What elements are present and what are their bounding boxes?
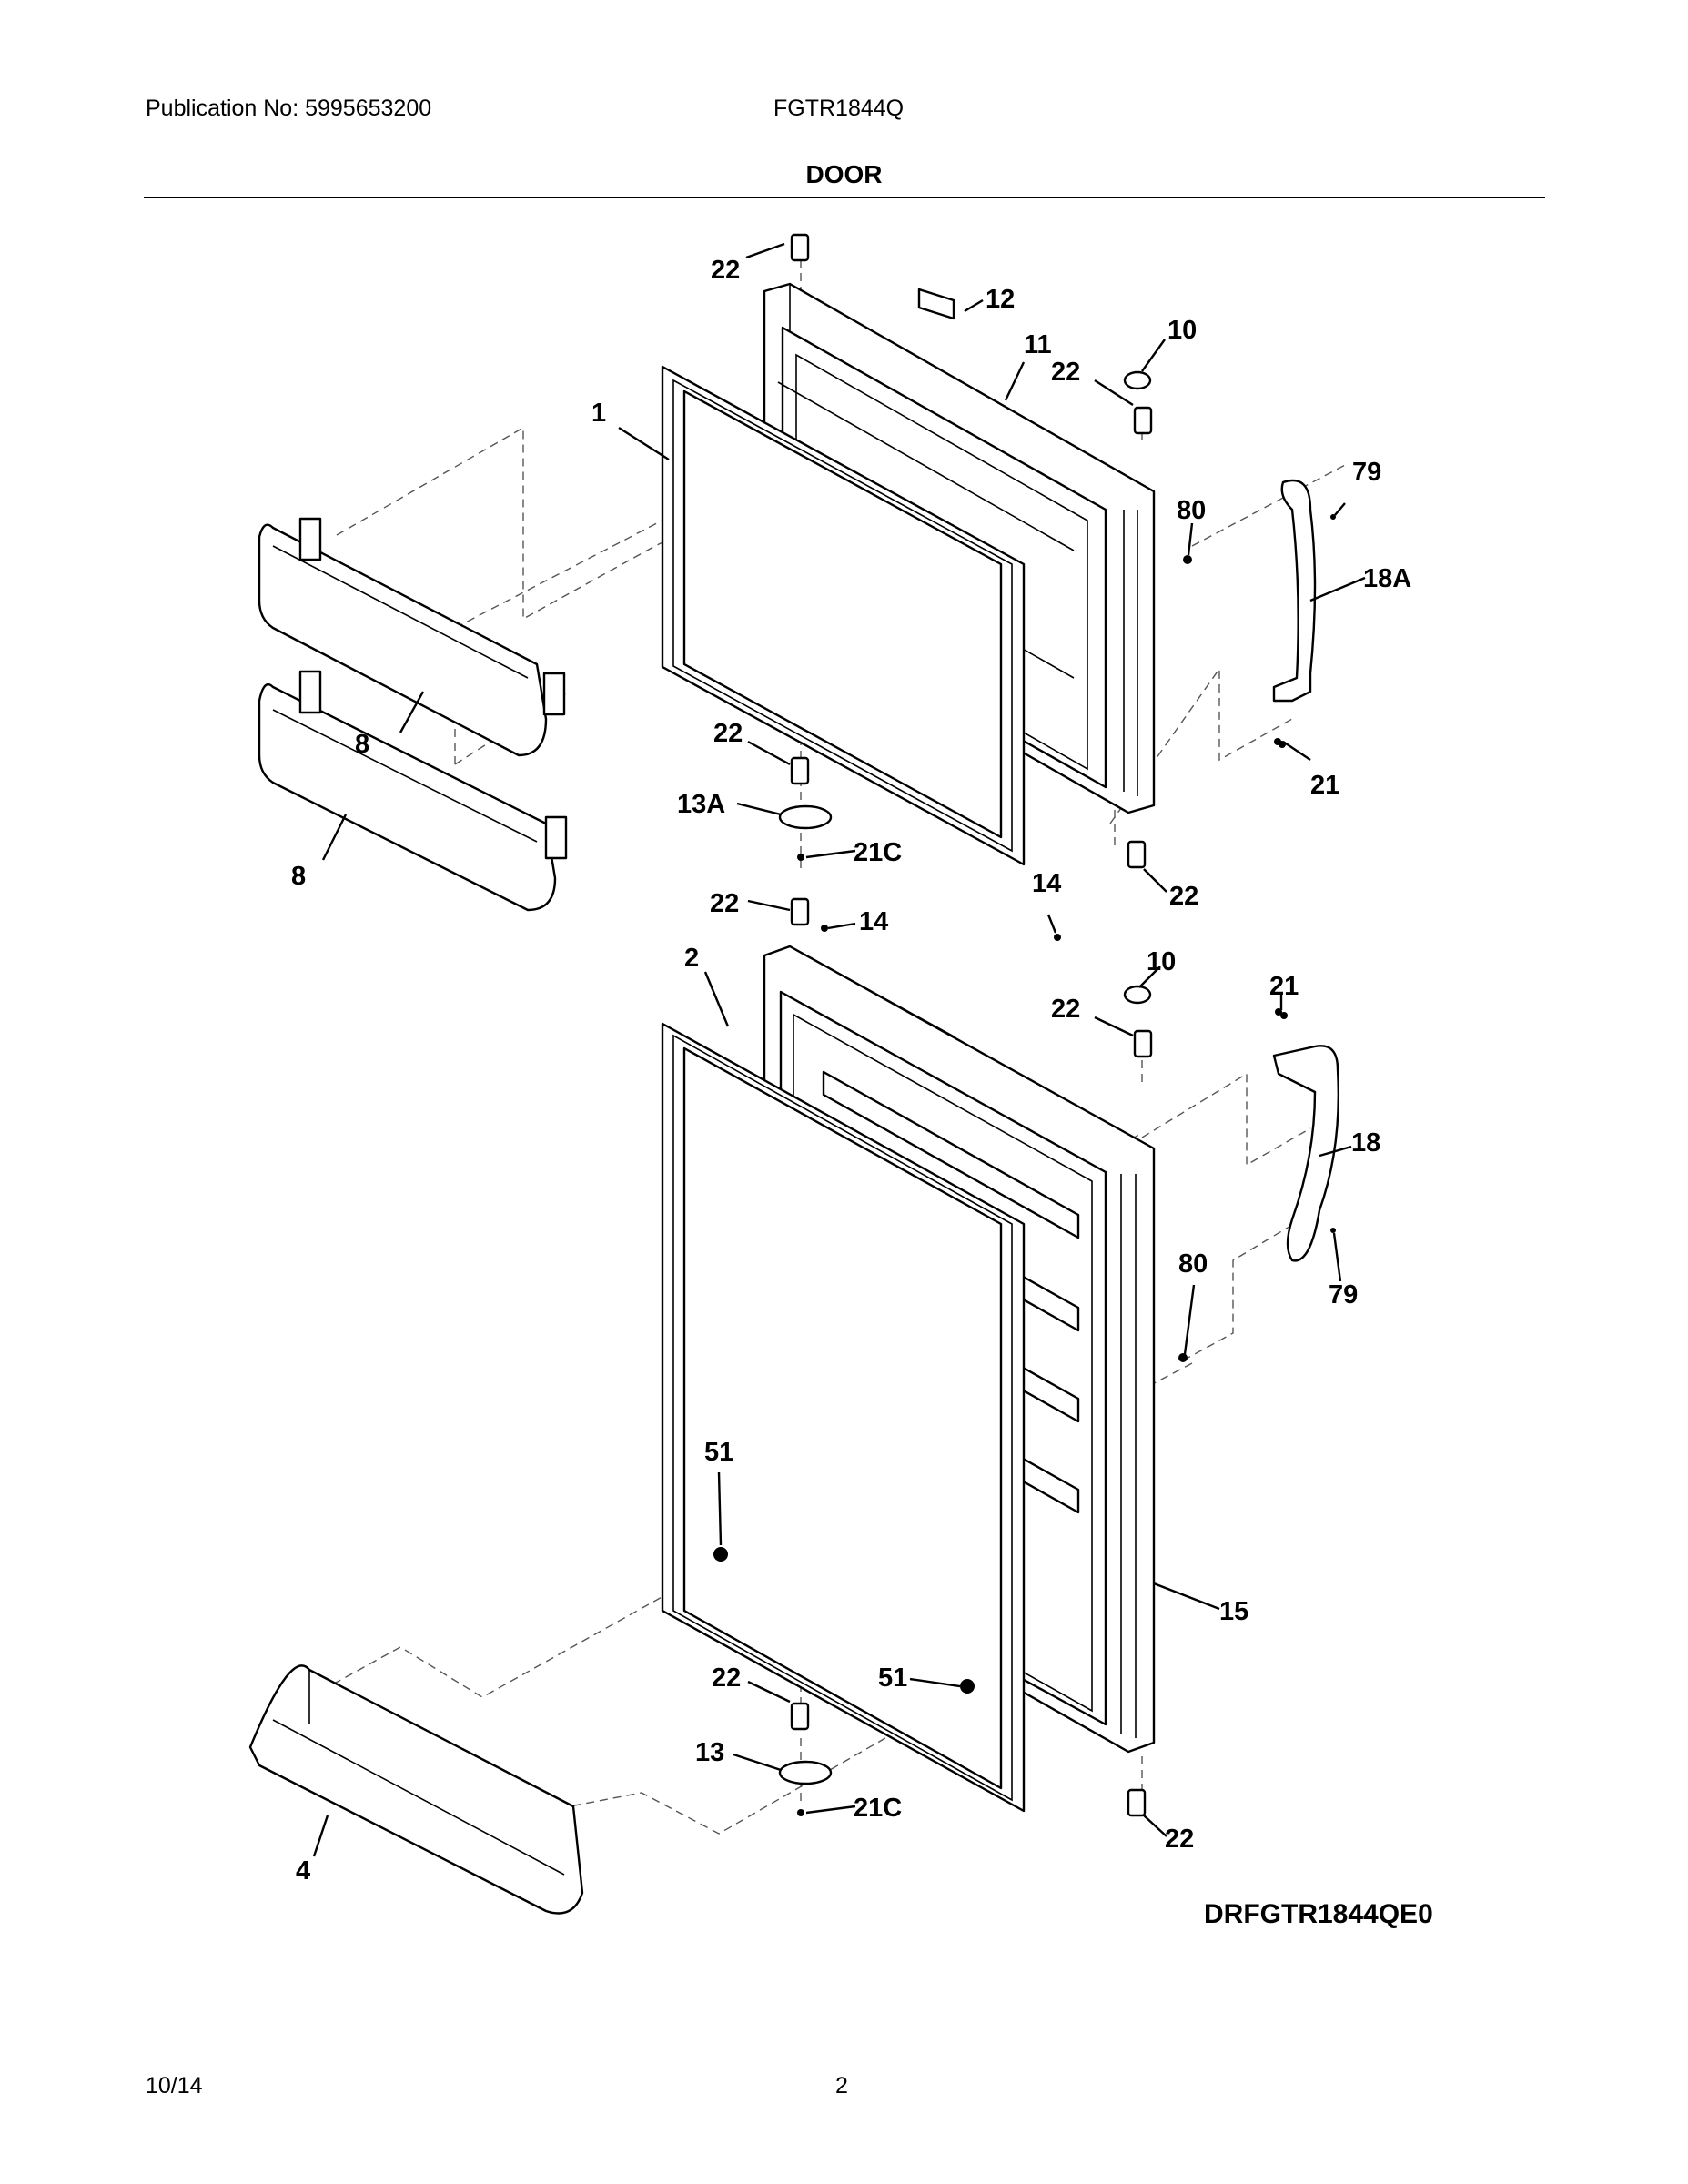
fresh-food-handle	[1272, 1045, 1340, 1262]
callout-2: 2	[684, 944, 699, 973]
freezer-door-bottom-shelf-2	[258, 670, 568, 912]
model-number: FGTR1844Q	[773, 96, 905, 121]
callout-21c: 21C	[854, 838, 902, 867]
fresh-food-door-gasket	[661, 1022, 1026, 1813]
callout-22: 22	[1051, 995, 1080, 1024]
callout-8: 8	[355, 730, 369, 759]
callout-80: 80	[1177, 496, 1206, 525]
callout-80: 80	[1178, 1249, 1208, 1279]
freezer-door-bottom-shelf-1	[258, 517, 566, 757]
callout-18: 18	[1351, 1128, 1380, 1158]
callout-21: 21	[1269, 972, 1299, 1001]
header-rule	[144, 197, 1545, 198]
callout-22: 22	[711, 256, 740, 285]
callout-18a: 18A	[1363, 564, 1411, 593]
callout-4: 4	[296, 1856, 310, 1886]
freezer-door-gasket	[661, 365, 1026, 866]
callout-8: 8	[291, 862, 306, 891]
footer-page-number: 2	[835, 2073, 848, 2098]
callout-22: 22	[713, 719, 743, 748]
callout-22: 22	[712, 1663, 741, 1693]
callout-13a: 13A	[677, 790, 725, 819]
callout-21c: 21C	[854, 1794, 902, 1823]
callout-leader-lines	[312, 242, 1366, 1857]
callout-1: 1	[591, 399, 606, 428]
callout-79: 79	[1352, 458, 1381, 487]
freezer-handle	[1272, 479, 1317, 703]
callout-12: 12	[986, 285, 1015, 314]
callout-11: 11	[1024, 330, 1052, 359]
fresh-food-door-bin	[248, 1664, 584, 1915]
page-title: DOOR	[805, 160, 883, 188]
callout-22: 22	[710, 889, 739, 918]
callout-13: 13	[695, 1738, 724, 1767]
hinge-pins-and-hardware	[713, 233, 1336, 1817]
footer-date: 10/14	[146, 2073, 203, 2098]
callout-51: 51	[878, 1663, 907, 1693]
diagram-code: DRFGTR1844QE0	[1204, 1899, 1433, 1929]
callout-labels: 22 12 11 10 22 1 80 79 18A 21 8 8 22 13A…	[291, 256, 1411, 1886]
callout-10: 10	[1147, 947, 1176, 976]
callout-21: 21	[1310, 771, 1339, 800]
callout-10: 10	[1167, 316, 1197, 345]
publication-number: Publication No: 5995653200	[146, 96, 432, 121]
callout-14: 14	[1032, 869, 1061, 898]
callout-14: 14	[859, 907, 888, 936]
callout-79: 79	[1329, 1280, 1358, 1309]
callout-22: 22	[1165, 1825, 1194, 1854]
callout-15: 15	[1219, 1597, 1248, 1626]
callout-22: 22	[1169, 882, 1198, 911]
callout-51: 51	[704, 1438, 733, 1467]
callout-22: 22	[1051, 358, 1080, 387]
